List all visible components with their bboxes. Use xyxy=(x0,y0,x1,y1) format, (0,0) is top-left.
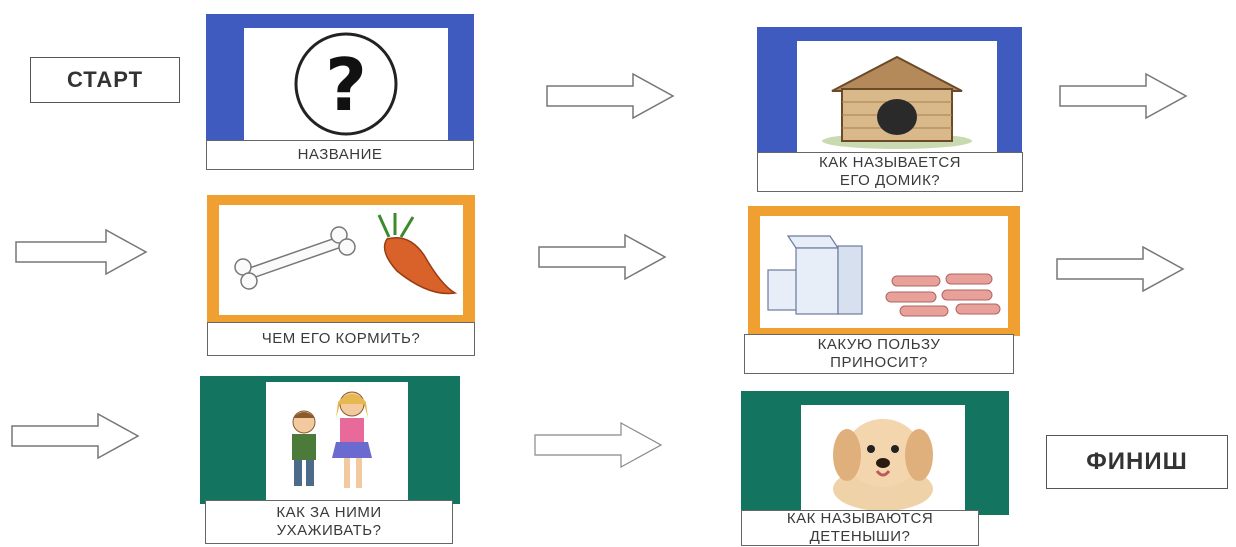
card-caption: ЧЕМ ЕГО КОРМИТЬ? xyxy=(207,322,475,356)
puppy-icon xyxy=(833,419,933,511)
card-image xyxy=(266,382,408,500)
card-food xyxy=(207,195,475,325)
caption-line: КАК НАЗЫВАЮТСЯ xyxy=(786,510,934,527)
card-benefit xyxy=(748,206,1020,336)
arrow-right-icon xyxy=(14,228,148,276)
question-mark-icon: ? xyxy=(294,32,398,136)
card-image xyxy=(797,41,997,153)
card-image: ? xyxy=(244,28,448,140)
arrow-right-icon xyxy=(10,412,140,460)
caption-line: КАКУЮ ПОЛЬЗУ xyxy=(817,336,941,353)
caption-line: ЧЕМ ЕГО КОРМИТЬ? xyxy=(261,330,421,347)
caption-line: КАК ЗА НИМИ xyxy=(276,504,382,521)
children-icon xyxy=(292,391,372,488)
card-image xyxy=(801,405,965,511)
card-name: ? xyxy=(206,14,474,144)
milk-and-sausages-icon xyxy=(767,235,1001,317)
finish-label: ФИНИШ xyxy=(1046,435,1228,489)
card-caption: НАЗВАНИЕ xyxy=(206,140,474,170)
caption-line: ПРИНОСИТ? xyxy=(830,354,928,371)
card-image xyxy=(760,216,1008,328)
doghouse-icon xyxy=(822,55,972,149)
card-image xyxy=(219,205,463,315)
card-caption: КАК ЗА НИМИ УХАЖИВАТЬ? xyxy=(205,500,453,544)
card-caption: КАКУЮ ПОЛЬЗУ ПРИНОСИТ? xyxy=(744,334,1014,374)
card-caption: КАК НАЗЫВАЕТСЯ ЕГО ДОМИК? xyxy=(757,152,1023,192)
arrow-right-icon xyxy=(545,72,675,120)
caption-line: ЕГО ДОМИК? xyxy=(839,172,941,189)
card-puppy xyxy=(741,391,1009,515)
bone-and-carrot-icon xyxy=(234,213,458,295)
caption-line: ДЕТЕНЫШИ? xyxy=(809,528,911,545)
svg-text:?: ? xyxy=(325,43,367,127)
caption-line: УХАЖИВАТЬ? xyxy=(276,522,382,539)
caption-line: НАЗВАНИЕ xyxy=(297,146,383,163)
arrow-right-icon xyxy=(537,233,667,281)
arrow-right-icon xyxy=(533,421,663,469)
caption-line: КАК НАЗЫВАЕТСЯ xyxy=(819,154,961,171)
arrow-right-icon xyxy=(1055,245,1185,293)
card-caption: КАК НАЗЫВАЮТСЯ ДЕТЕНЫШИ? xyxy=(741,510,979,546)
arrow-right-icon xyxy=(1058,72,1188,120)
card-doghouse xyxy=(757,27,1022,157)
start-label: СТАРТ xyxy=(30,57,180,103)
card-care xyxy=(200,376,460,504)
